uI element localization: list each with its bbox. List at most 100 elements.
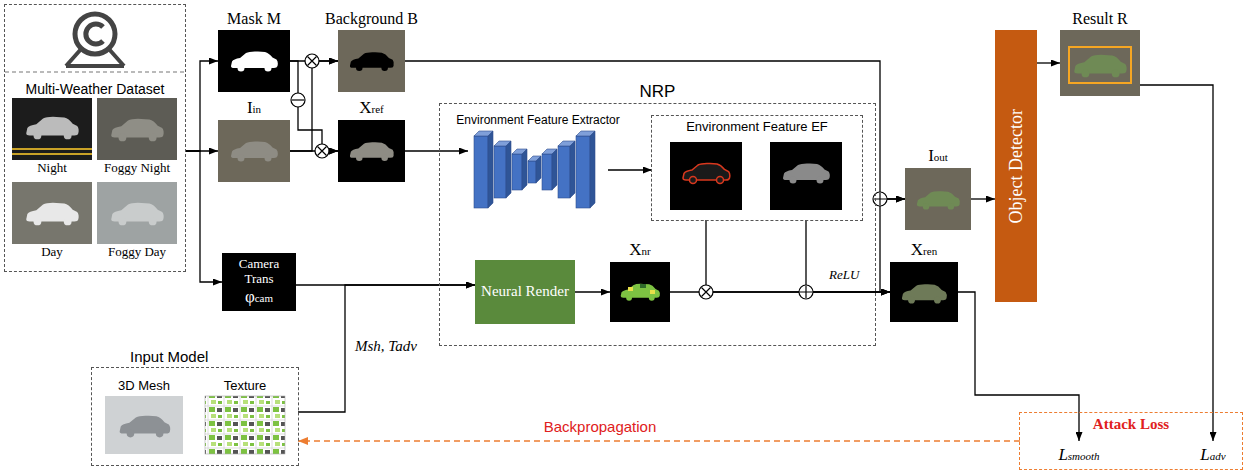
day-photo: [26, 203, 78, 226]
neural-render-photo: [621, 284, 660, 301]
node-text: Lsmooth: [1058, 445, 1099, 465]
mask-photo: [231, 51, 278, 71]
night-photo: [12, 153, 92, 155]
output-photo: [905, 168, 971, 230]
feature-edge-photo: [670, 142, 742, 210]
foggy-night-photo: [97, 98, 177, 160]
day-photo: [12, 182, 92, 244]
cnn-blocks: [536, 156, 541, 183]
background-image: Background B: [338, 30, 405, 92]
cnn-blocks: [570, 141, 575, 198]
input-model-panel: Input Model3D MeshTexture: [92, 368, 298, 465]
subtract-operator: [291, 93, 305, 107]
node-text: Day: [41, 245, 63, 260]
flow-arrow: [185, 61, 218, 151]
text-holder: Night: [37, 161, 67, 176]
rendered-photo: [890, 262, 958, 322]
mask-photo: [218, 30, 290, 92]
output-image: Iout: [905, 168, 971, 230]
result-photo: [1060, 30, 1140, 96]
neural-render-photo: [650, 290, 655, 294]
flow-arrow: [298, 285, 475, 412]
foggy-day-photo: [97, 182, 177, 244]
text-holder: Xref: [359, 98, 384, 118]
flow-arrow: [575, 291, 610, 292]
result-photo: [1074, 55, 1126, 78]
foggy-day-photo: [111, 203, 163, 226]
text-holder: Xren: [911, 240, 937, 260]
mask-image: Mask M: [218, 30, 290, 92]
text-holder: Iin: [247, 98, 261, 118]
night-photo: [12, 98, 92, 160]
text-holder: Multi-Weather Dataset: [25, 81, 164, 97]
flow-arrow: [880, 199, 905, 292]
node-text: Multi-Weather Dataset: [25, 81, 164, 97]
night-photo: [12, 148, 92, 150]
cnn-blocks: [506, 141, 511, 198]
background-photo: [350, 52, 394, 71]
node-text: NRP: [640, 82, 676, 102]
mesh-photo: [105, 396, 183, 454]
text-holder: Foggy Night: [104, 161, 170, 176]
text-holder: Day: [41, 245, 63, 260]
text-holder: Input Model: [130, 348, 208, 365]
nrp-module: NRPEnvironment Feature ExtractorEnvironm…: [440, 104, 875, 345]
edge-label: Backpropagation: [541, 418, 660, 435]
mask-photo: [218, 30, 290, 92]
cnn-blocks: [522, 149, 527, 190]
input-photo: [218, 120, 290, 182]
node-text: Background B: [325, 10, 418, 28]
node-text: Night: [37, 161, 67, 176]
night-photo: [12, 98, 92, 160]
flow-arrow: [405, 61, 905, 199]
attack-loss-panel: Attack LossLsmooth Ladv: [1020, 413, 1242, 469]
node-text: Attack Loss: [1093, 416, 1169, 433]
flow-arrow: [806, 220, 890, 292]
result-photo: [1060, 30, 1140, 96]
rendered-photo: [902, 284, 947, 303]
node-text: Iout: [928, 146, 948, 166]
cnn-blocks: [512, 154, 522, 190]
add-operator: [873, 192, 887, 206]
multiply-operator: [318, 147, 327, 156]
cnn-blocks: [576, 136, 590, 208]
neural-render-photo: [640, 284, 646, 288]
node-text: Xnr: [629, 240, 650, 260]
mesh-image: 3D Mesh: [105, 396, 183, 454]
node-text: Xref: [359, 98, 384, 118]
backprop-arrow: [298, 440, 1020, 442]
background-photo: [338, 30, 405, 92]
background-photo: [338, 30, 405, 92]
node-text: Object Detector: [1006, 109, 1027, 223]
detector-box: Object Detector: [995, 30, 1037, 302]
neural-render-image: Xnr: [610, 262, 670, 322]
flow-arrow: [608, 169, 652, 170]
cnn-blocks: [494, 146, 506, 198]
node-text: Mask M: [227, 10, 281, 28]
text-holder: Background B: [325, 10, 418, 28]
feature-shade-photo: [770, 142, 842, 210]
activation-label: ReLU: [826, 268, 862, 283]
input-photo: [231, 141, 278, 161]
node-text: Result R: [1072, 10, 1128, 28]
add-operator: [874, 193, 886, 205]
reference-photo: [338, 120, 405, 182]
carla-logo: [66, 14, 124, 66]
neural-render-photo: [610, 262, 670, 322]
text-holder: Iout: [928, 146, 948, 166]
activation-label: ReLU: [826, 268, 862, 283]
result-image: Result R: [1060, 30, 1140, 96]
rendered-image: Xren: [890, 262, 958, 322]
neural-render-photo: [610, 262, 670, 322]
feature-shade-photo: [783, 163, 830, 183]
cnn-blocks: [474, 131, 595, 208]
cnn-blocks: [474, 136, 488, 208]
texture-image: Texture: [205, 396, 285, 454]
node-text: Texture: [224, 379, 267, 394]
subtract-operator: [291, 93, 305, 107]
node-text: Environment Feature Extractor: [456, 114, 619, 128]
input-label: Msh, Tadv: [352, 338, 420, 355]
loss-term: Ladv: [1190, 441, 1236, 469]
flow-arrow: [1037, 62, 1060, 63]
